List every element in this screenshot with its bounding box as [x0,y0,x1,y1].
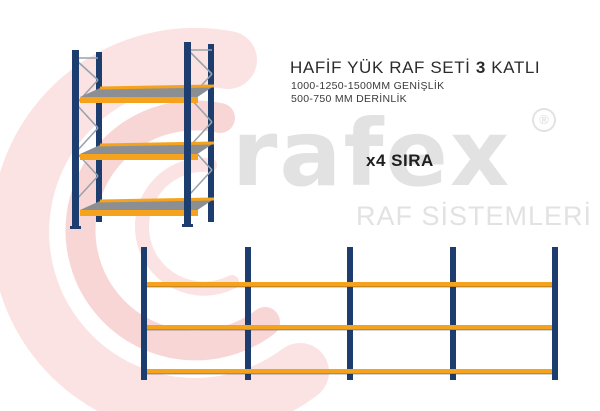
product-title: HAFİF YÜK RAF SETİ 3 KATLI [290,58,540,78]
title-prefix: HAFİF YÜK RAF SETİ [290,58,471,77]
shelf-rack-3d-illustration [70,42,215,229]
watermark-subtitle: RAF SİSTEMLERİ [356,201,593,231]
row-count-label: x4 SIRA [366,151,434,170]
title-suffix: KATLI [491,58,541,77]
watermark-brand: rafex [232,100,512,207]
title-shelf-count: 3 [475,58,486,77]
depth-spec: 500-750 MM DERİNLİK [291,93,407,105]
width-spec: 1000-1250-1500MM GENİŞLİK [291,80,445,92]
beams [147,282,552,375]
uprights [141,247,558,380]
registered-icon: ® [532,108,556,132]
